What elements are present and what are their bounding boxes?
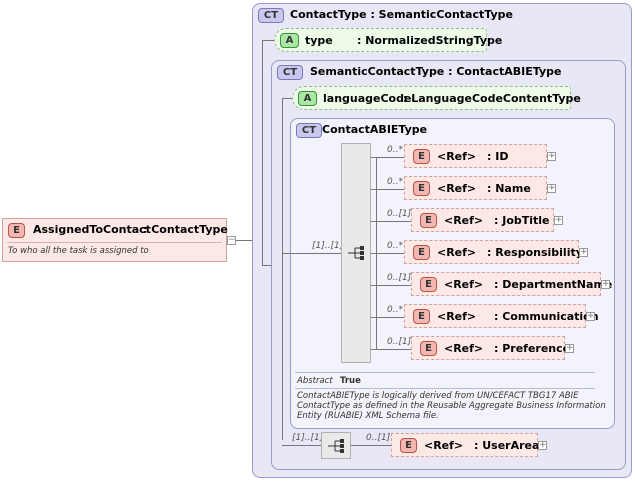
element-tag-icon: E [420, 341, 437, 356]
expand-toggle[interactable]: + [601, 279, 610, 289]
abstract-value: True [340, 376, 361, 386]
connector [282, 98, 283, 440]
attribute-type[interactable]: A type : NormalizedStringType [274, 28, 502, 52]
complex-type-icon: CT [296, 123, 322, 138]
attribute-tag-icon: A [298, 91, 317, 106]
element-cardinality: 0..[1] [387, 209, 412, 219]
element-name: : ID [487, 150, 509, 163]
expand-toggle[interactable]: + [565, 343, 574, 353]
element-department-name[interactable]: E <Ref> : DepartmentName [411, 272, 612, 296]
connector [262, 40, 263, 265]
expand-toggle[interactable]: + [586, 311, 595, 321]
complex-type-icon: CT [258, 8, 284, 23]
attribute-tag-icon: A [280, 33, 299, 48]
element-cardinality: 0..[1] [366, 433, 391, 443]
element-name: : Preference [494, 342, 571, 355]
connector [282, 253, 342, 254]
element-cardinality: 0..[1] [387, 273, 412, 283]
connector [371, 317, 404, 318]
connector [282, 445, 322, 446]
element-cardinality: 0..* [387, 305, 403, 315]
root-element-type: : ContactType [143, 223, 228, 236]
element-id[interactable]: E <Ref> : ID [404, 144, 547, 168]
sequence-cardinality: [1]..[1] [292, 433, 324, 443]
element-name: : JobTitle [494, 214, 550, 227]
sequence-compositor[interactable] [321, 432, 351, 459]
documentation-divider [295, 388, 595, 389]
element-ref: <Ref> [444, 214, 484, 227]
connector [371, 253, 404, 254]
element-name: : Communication [494, 310, 599, 323]
element-communication[interactable]: E <Ref> : Communication [404, 304, 599, 328]
element-tag-icon: E [413, 245, 430, 260]
element-cardinality: 0..[1] [387, 337, 412, 347]
contact-abie-type-title: ContactABIEType [322, 123, 428, 136]
element-name: : UserArea [474, 439, 540, 452]
element-name: : Name [487, 182, 531, 195]
root-element-divider [7, 242, 222, 243]
root-expand-toggle[interactable]: − [227, 235, 236, 245]
connector [376, 157, 377, 349]
element-user-area[interactable]: E <Ref> : UserArea [391, 433, 540, 457]
sequence-cardinality: [1]..[1] [312, 241, 344, 251]
element-ref: <Ref> [444, 342, 484, 355]
attribute-language-code[interactable]: A languageCode : LanguageCodeContentType [292, 86, 581, 110]
element-tag-icon: E [420, 277, 437, 292]
connector [371, 157, 404, 158]
complex-type-icon: CT [277, 65, 303, 80]
root-element-name: AssignedToContact [33, 223, 151, 236]
element-preference[interactable]: E <Ref> : Preference [411, 336, 570, 360]
element-ref: <Ref> [437, 150, 477, 163]
element-tag-icon: E [413, 149, 430, 164]
sequence-icon [348, 246, 364, 260]
element-cardinality: 0..* [387, 177, 403, 187]
attribute-name: type [305, 34, 333, 47]
attribute-type-name: : NormalizedStringType [357, 34, 503, 47]
element-name[interactable]: E <Ref> : Name [404, 176, 547, 200]
element-ref: <Ref> [437, 182, 477, 195]
connector [262, 40, 274, 41]
abstract-label: Abstract [297, 376, 333, 386]
documentation-line: ContactABIEType is logically derived fro… [297, 391, 579, 401]
element-tag-icon: E [420, 213, 437, 228]
element-tag-icon: E [8, 223, 25, 238]
root-element-documentation: To who all the task is assigned to [8, 246, 149, 256]
documentation-line: Entity (RUABIE) XML Schema file. [297, 411, 439, 421]
connector [282, 98, 292, 99]
semantic-contact-type-title: SemanticContactType : ContactABIEType [310, 65, 562, 78]
connector [371, 189, 404, 190]
expand-toggle[interactable]: + [538, 440, 547, 450]
expand-toggle[interactable]: + [579, 247, 588, 257]
documentation-line: ContactType as defined in the Reusable A… [297, 401, 606, 411]
expand-toggle[interactable]: + [547, 151, 556, 161]
element-tag-icon: E [413, 181, 430, 196]
attribute-name: languageCode [323, 92, 412, 105]
connector [262, 265, 272, 266]
contact-type-title: ContactType : SemanticContactType [290, 8, 513, 21]
element-cardinality: 0..* [387, 145, 403, 155]
element-ref: <Ref> [437, 310, 477, 323]
element-ref: <Ref> [424, 439, 464, 452]
connector [351, 445, 391, 446]
element-ref: <Ref> [437, 246, 477, 259]
element-responsibility[interactable]: E <Ref> : Responsibility [404, 240, 583, 264]
element-tag-icon: E [413, 309, 430, 324]
sequence-compositor[interactable] [341, 143, 371, 363]
connector [371, 285, 411, 286]
element-tag-icon: E [400, 438, 417, 453]
element-job-title[interactable]: E <Ref> : JobTitle [411, 208, 554, 232]
expand-toggle[interactable]: + [554, 215, 563, 225]
element-name: : Responsibility [487, 246, 583, 259]
element-name: : DepartmentName [494, 278, 613, 291]
abstract-divider [295, 372, 595, 373]
element-ref: <Ref> [444, 278, 484, 291]
expand-toggle[interactable]: + [547, 183, 556, 193]
element-cardinality: 0..* [387, 241, 403, 251]
connector [236, 240, 262, 241]
attribute-type-name: : LanguageCodeContentType [403, 92, 581, 105]
root-element[interactable]: E AssignedToContact : ContactType To who… [2, 218, 228, 262]
connector [371, 221, 411, 222]
sequence-icon [328, 439, 344, 453]
connector [371, 349, 411, 350]
